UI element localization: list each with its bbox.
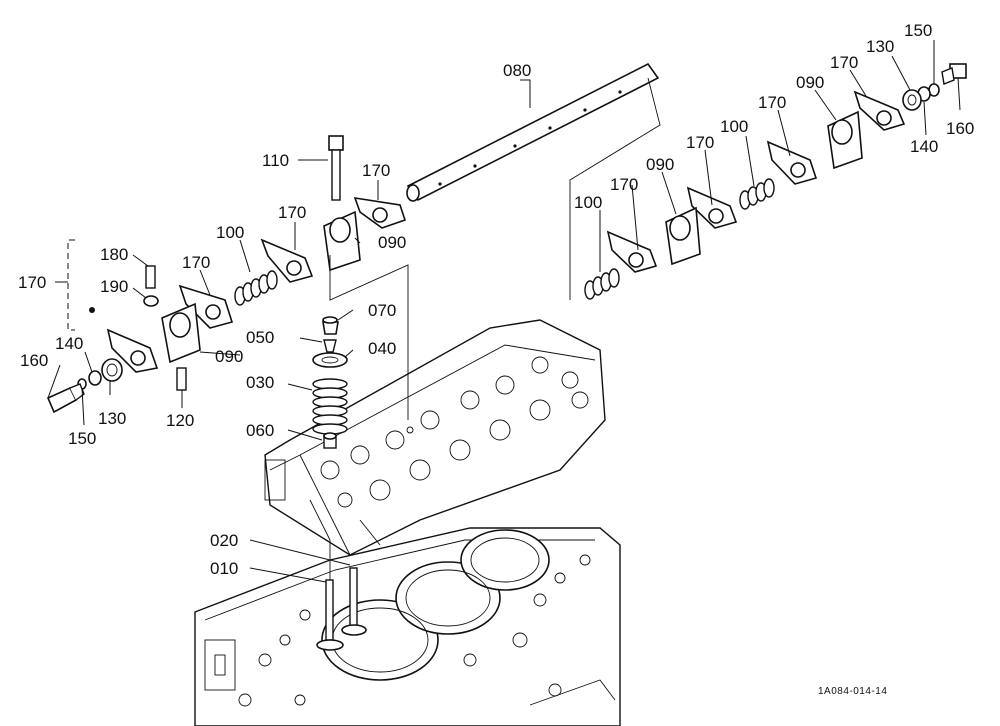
callout-170-e: 170 bbox=[830, 53, 858, 72]
rocker-spring-right-1 bbox=[739, 178, 775, 210]
callout-050: 050 bbox=[246, 328, 274, 347]
callout-170-g: 170 bbox=[686, 133, 714, 152]
callout-170-d: 170 bbox=[18, 273, 46, 292]
callout-100-a: 100 bbox=[216, 223, 244, 242]
callout-140-b: 140 bbox=[910, 137, 938, 156]
callout-030: 030 bbox=[246, 373, 274, 392]
callout-170-c: 170 bbox=[182, 253, 210, 272]
rocker-spring-left bbox=[234, 270, 278, 306]
callout-040: 040 bbox=[368, 339, 396, 358]
callout-090-a: 090 bbox=[378, 233, 406, 252]
callout-160-a: 160 bbox=[20, 351, 48, 370]
callout-150-b: 150 bbox=[904, 21, 932, 40]
callout-010: 010 bbox=[210, 559, 238, 578]
rocker-shaft bbox=[406, 62, 661, 300]
callout-190: 190 bbox=[100, 277, 128, 296]
figure-code: 1A084-014-14 bbox=[818, 686, 887, 697]
callout-060: 060 bbox=[246, 421, 274, 440]
callout-120: 120 bbox=[166, 411, 194, 430]
cylinder-head bbox=[264, 319, 606, 556]
callout-140-a: 140 bbox=[55, 334, 83, 353]
callout-170-a: 170 bbox=[362, 161, 390, 180]
rocker-spring-right-2 bbox=[584, 268, 620, 300]
valve-train bbox=[312, 255, 409, 651]
callout-170-b: 170 bbox=[278, 203, 306, 222]
callout-090-b: 090 bbox=[215, 347, 243, 366]
callout-130-a: 130 bbox=[98, 409, 126, 428]
callout-180: 180 bbox=[100, 245, 128, 264]
callout-100-c: 100 bbox=[574, 193, 602, 212]
cylinder-block bbox=[194, 527, 621, 726]
callout-080: 080 bbox=[503, 61, 531, 80]
callout-090-c: 090 bbox=[796, 73, 824, 92]
callout-070: 070 bbox=[368, 301, 396, 320]
callout-020: 020 bbox=[210, 531, 238, 550]
callout-170-h: 170 bbox=[610, 175, 638, 194]
callout-160-b: 160 bbox=[946, 119, 974, 138]
callout-100-b: 100 bbox=[720, 117, 748, 136]
callout-110: 110 bbox=[262, 151, 289, 170]
callout-150-a: 150 bbox=[68, 429, 96, 448]
leader-lines bbox=[47, 40, 961, 583]
callout-130-b: 130 bbox=[866, 37, 894, 56]
right-assembly bbox=[584, 63, 967, 300]
callout-170-f: 170 bbox=[758, 93, 786, 112]
left-assembly bbox=[46, 135, 407, 414]
callout-labels: 080 110 170 170 100 090 180 170 170 190 … bbox=[18, 21, 974, 697]
callout-090-d: 090 bbox=[646, 155, 674, 174]
